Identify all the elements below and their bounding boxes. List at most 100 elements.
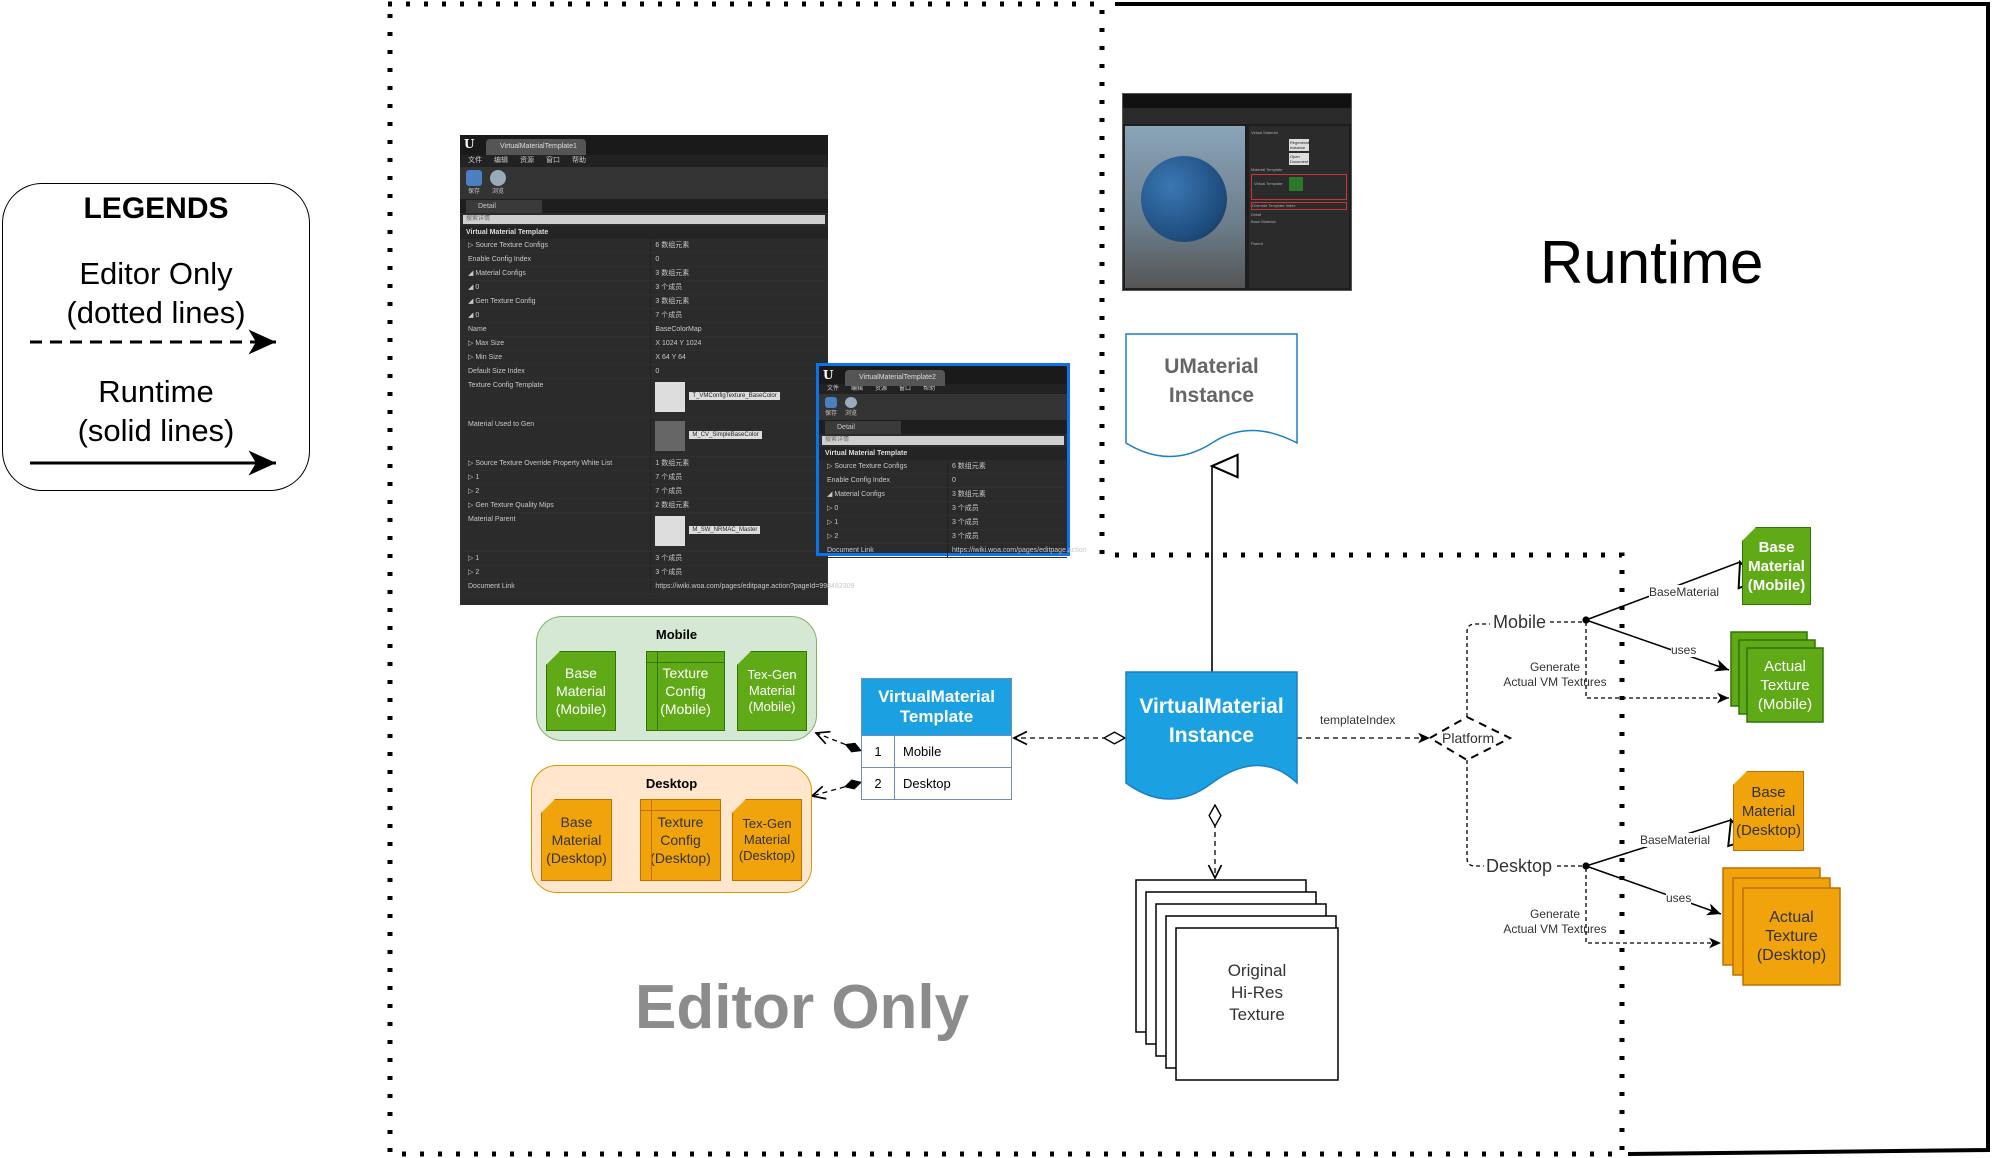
- property-value[interactable]: 3 个成员: [651, 552, 828, 565]
- asset-thumbnail[interactable]: [655, 382, 686, 412]
- asset-thumbnail[interactable]: [655, 516, 686, 546]
- property-value[interactable]: 6 数组元素: [651, 239, 828, 252]
- menu-edit[interactable]: 编辑: [494, 157, 508, 164]
- property-value[interactable]: X 1024 Y 1024: [651, 337, 828, 350]
- virtual-template-field[interactable]: Virtual Template: [1251, 174, 1347, 200]
- property-value[interactable]: 0: [948, 474, 1067, 487]
- menu-file[interactable]: 文件: [827, 386, 840, 392]
- menu-help[interactable]: 帮助: [923, 386, 936, 392]
- property-value[interactable]: 7 个成员: [651, 309, 828, 322]
- menu-asset[interactable]: 资源: [520, 157, 534, 164]
- property-value[interactable]: 7 个成员: [651, 471, 828, 484]
- asset-picker[interactable]: T_VMConfigTexture_BaseColor: [689, 391, 780, 400]
- property-value[interactable]: M_CV_SimpleBaseColor: [651, 418, 828, 456]
- property-key: ▷ 2: [819, 530, 948, 543]
- property-value[interactable]: 6 数组元素: [948, 460, 1067, 473]
- detail-tab[interactable]: Detail: [460, 199, 828, 213]
- ue-asset-tab[interactable]: VirtualMaterialTemplate2: [845, 370, 945, 386]
- open-document-button[interactable]: Open Document: [1289, 153, 1309, 165]
- section-header[interactable]: Virtual Material Template: [819, 447, 1067, 460]
- viewport-tabbar: [1123, 94, 1351, 108]
- property-value[interactable]: T_VMConfigTexture_BaseColor: [651, 379, 828, 417]
- field-label: Base Material: [1251, 219, 1276, 224]
- section-header[interactable]: Virtual Material Template: [460, 226, 828, 239]
- save-button[interactable]: 保存: [825, 397, 837, 417]
- property-value[interactable]: 0: [651, 365, 828, 378]
- property-value[interactable]: https://iwiki.woa.com/pages/editpage.act…: [948, 544, 1087, 557]
- property-value[interactable]: 3 个成员: [948, 530, 1067, 543]
- asset-picker[interactable]: M_CV_SimpleBaseColor: [689, 430, 762, 439]
- detail-tab[interactable]: Detail: [819, 420, 1067, 434]
- property-value[interactable]: M_SW_NRMAC_Master: [651, 513, 828, 551]
- menu-asset[interactable]: 资源: [875, 386, 888, 392]
- generate-line1: Generate: [1529, 660, 1581, 674]
- property-value[interactable]: 2 数组元素: [651, 499, 828, 512]
- menu-help[interactable]: 帮助: [572, 157, 586, 164]
- property-key: ▷ Max Size: [460, 337, 652, 350]
- parent-field[interactable]: Parent: [1251, 241, 1347, 261]
- property-value[interactable]: 3 个成员: [948, 502, 1067, 515]
- save-button[interactable]: 保存: [466, 170, 482, 196]
- property-value[interactable]: 3 个成员: [651, 281, 828, 294]
- property-value[interactable]: 3 个成员: [948, 516, 1067, 529]
- asset-picker[interactable]: M_SW_NRMAC_Master: [689, 525, 761, 534]
- property-value[interactable]: X 64 Y 64: [651, 351, 828, 364]
- property-value[interactable]: https://iwiki.woa.com/pages/editpage.act…: [651, 580, 854, 593]
- details-search-input[interactable]: 搜索详情: [463, 215, 825, 224]
- save-icon: [466, 170, 482, 186]
- detail-tab-label: Detail: [825, 421, 901, 434]
- property-value[interactable]: 3 数组元素: [651, 267, 828, 280]
- asset-thumbnail[interactable]: [655, 421, 686, 451]
- property-value[interactable]: 1 数组元素: [651, 457, 828, 470]
- menu-edit[interactable]: 编辑: [851, 386, 864, 392]
- browse-button[interactable]: 浏览: [845, 397, 857, 417]
- details-search-input[interactable]: 搜索详情: [822, 436, 1064, 445]
- property-value[interactable]: 0: [651, 253, 828, 266]
- legend-editor-only: Editor Only (dotted lines): [3, 254, 309, 332]
- regenerate-button[interactable]: Regenerate Instance: [1289, 139, 1311, 151]
- override-index-field[interactable]: Override Template Index: [1251, 202, 1347, 210]
- property-value-text: 3 个成员: [951, 519, 979, 526]
- property-value[interactable]: 3 数组元素: [948, 488, 1067, 501]
- base-material-field[interactable]: Base Material: [1251, 219, 1347, 239]
- property-value[interactable]: 7 个成员: [651, 485, 828, 498]
- menu-window[interactable]: 窗口: [899, 386, 912, 392]
- ue-asset-tab[interactable]: VirtualMaterialTemplate1: [486, 139, 586, 155]
- vm-template-header: VirtualMaterial Template: [861, 678, 1012, 736]
- menu-window[interactable]: 窗口: [546, 157, 560, 164]
- card-line: Texture: [657, 814, 704, 830]
- property-value[interactable]: 3 个成员: [651, 566, 828, 579]
- menu-file[interactable]: 文件: [468, 157, 482, 164]
- property-value[interactable]: BaseColorMap: [651, 323, 828, 336]
- property-row[interactable]: ▷ Source Texture Override Property White…: [460, 457, 828, 471]
- browse-button[interactable]: 浏览: [490, 170, 506, 196]
- property-value-text: BaseColorMap: [655, 326, 702, 333]
- property-value[interactable]: 3 数组元素: [651, 295, 828, 308]
